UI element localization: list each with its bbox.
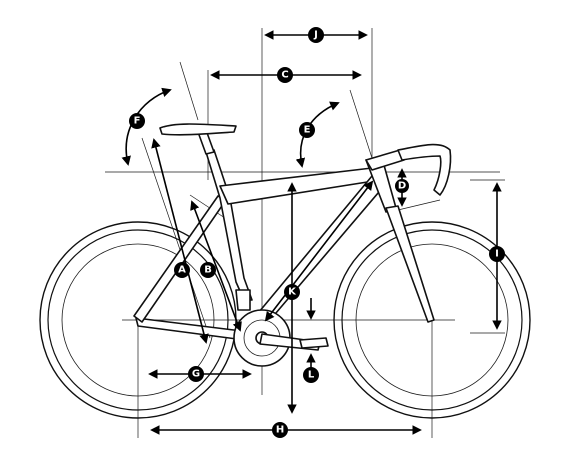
badge-h: H	[272, 422, 288, 438]
label-k: K	[288, 287, 297, 298]
badge-i: I	[489, 246, 505, 262]
badge-j: J	[308, 27, 324, 43]
label-h: H	[276, 425, 284, 436]
label-a: A	[178, 265, 186, 276]
label-j: J	[313, 30, 318, 41]
label-c: C	[281, 70, 288, 81]
saddle	[159, 123, 237, 136]
badge-e: E	[299, 122, 315, 138]
handlebar	[397, 143, 452, 196]
pedal	[299, 337, 329, 349]
badge-b: B	[200, 262, 216, 278]
badge-k: K	[284, 284, 300, 300]
badge-f: F	[129, 113, 145, 129]
seat-tube	[205, 149, 253, 301]
badge-c: C	[277, 67, 293, 83]
badge-l: L	[303, 367, 319, 383]
badge-d: D	[395, 179, 409, 193]
arrow-k-diagonal	[264, 180, 374, 322]
label-l: L	[308, 370, 315, 381]
seat-angle-line	[179, 61, 199, 121]
label-f: F	[134, 116, 141, 127]
label-i: I	[495, 249, 499, 260]
label-g: G	[192, 369, 200, 380]
arrow-b	[190, 200, 242, 332]
fork	[385, 205, 435, 323]
front-derailleur	[235, 289, 251, 311]
head-angle-line	[349, 89, 373, 159]
badge-a: A	[174, 262, 190, 278]
label-d: D	[398, 181, 406, 192]
label-e: E	[304, 125, 311, 136]
badge-g: G	[188, 366, 204, 382]
stack-tick	[397, 199, 441, 211]
label-b: B	[204, 265, 212, 276]
